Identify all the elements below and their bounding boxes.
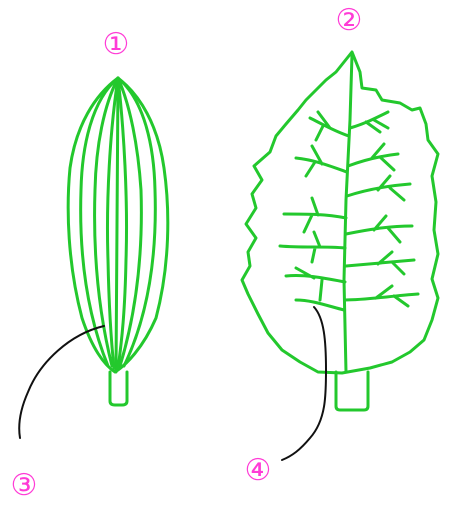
label-2: ②	[336, 3, 363, 38]
label-3: ③	[11, 468, 38, 503]
label-1: ①	[103, 27, 130, 62]
narrow-leaf-midrib	[116, 78, 118, 372]
label-4: ④	[245, 453, 272, 488]
